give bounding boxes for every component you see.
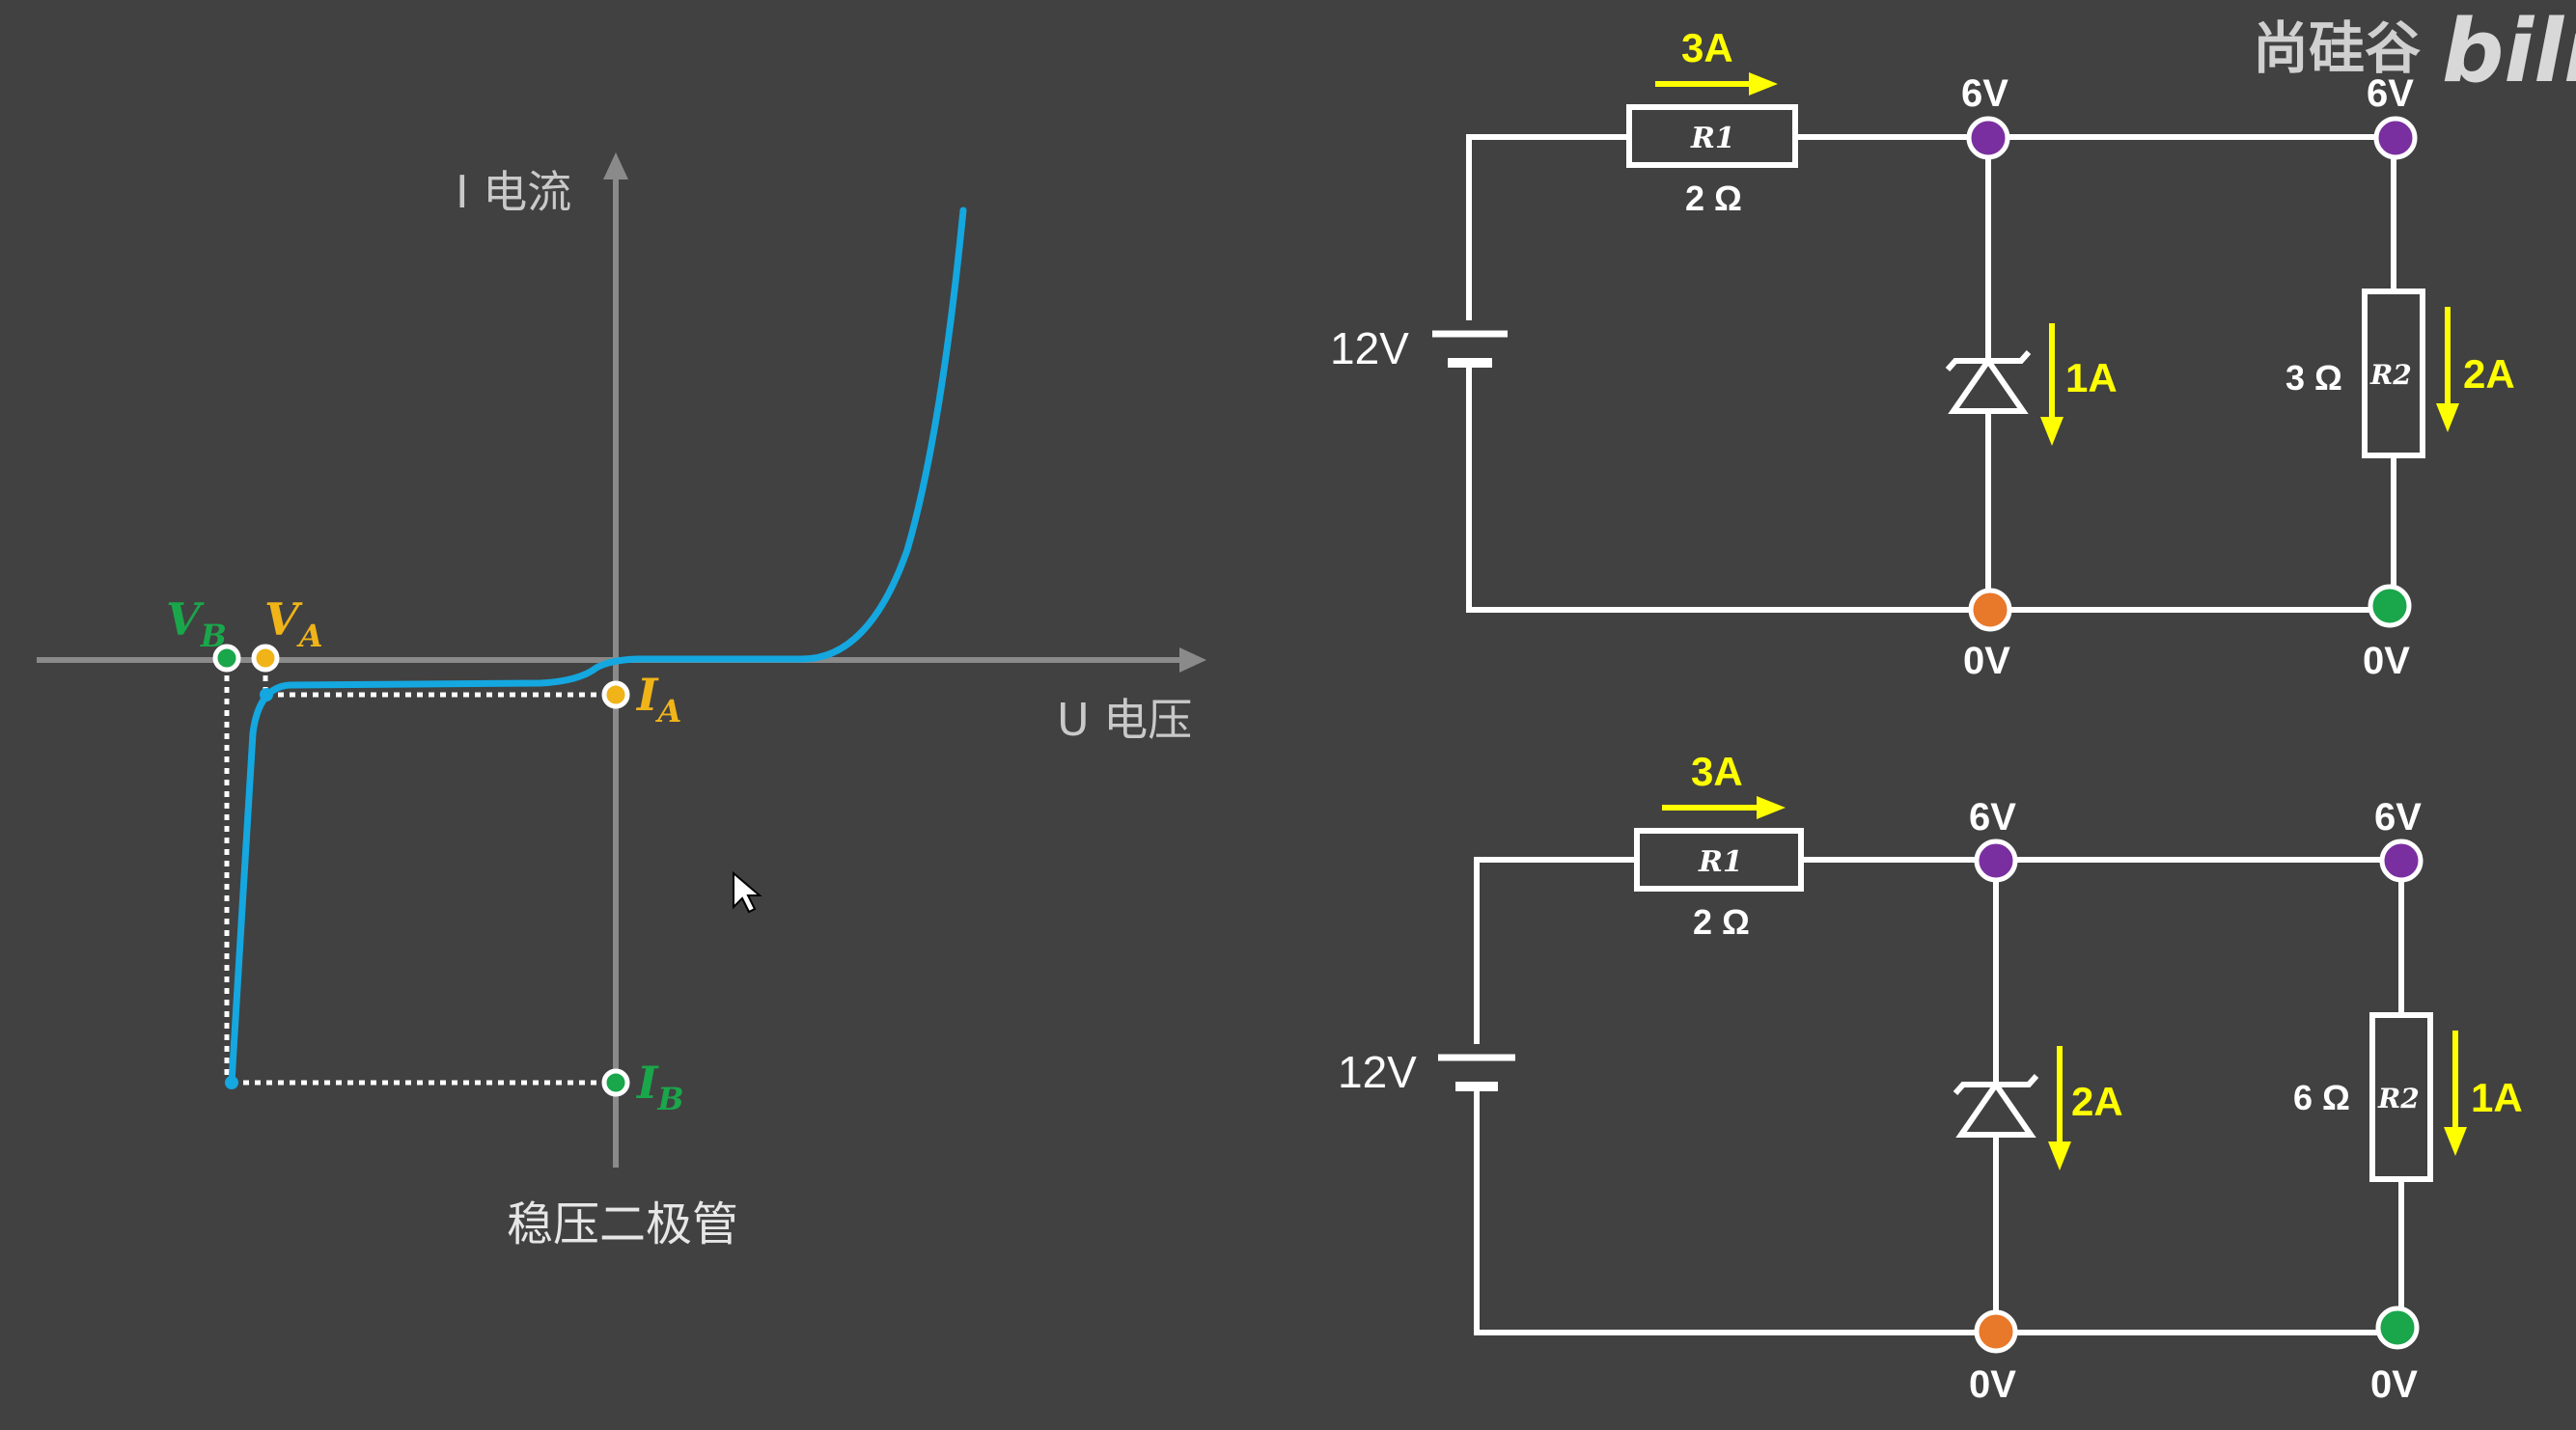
x-axis-arrow-icon — [1179, 647, 1206, 673]
ib-point — [601, 1068, 630, 1097]
iv-curve — [228, 206, 967, 1086]
circuit-2-node-top-right-label: 6V — [2374, 796, 2422, 839]
circuit-2-r2-current-arrow-head-icon — [2444, 1127, 2467, 1156]
circuit-1-total-current-label: 3A — [1681, 25, 1733, 70]
circuit-1-r1-value: 2 Ω — [1685, 179, 1742, 218]
curve-knee-dot — [260, 688, 273, 701]
circuit-2-node-top-middle — [1974, 839, 2018, 883]
circuit-1-r2 — [2362, 289, 2425, 458]
circuit-2-battery-bottom-wire — [1474, 1088, 2397, 1335]
circuit-1-zener-bar — [1945, 350, 2032, 371]
circuit-2-zener-bar — [1953, 1074, 2039, 1095]
circuit-1-battery-bottom-wire — [1466, 365, 2392, 613]
vb-point — [212, 644, 241, 673]
circuit-1-node-bottom-right-label: 0V — [2363, 640, 2410, 682]
mouse-cursor-icon — [733, 870, 762, 914]
circuit-2-node-top-right — [2379, 839, 2424, 883]
circuit-2-node-top-middle-label: 6V — [1969, 796, 2016, 839]
ib-label: IB — [635, 1057, 684, 1117]
circuit-2-battery-label: 12V — [1338, 1047, 1417, 1097]
va-point — [251, 644, 280, 673]
circuit-2-r2-value: 6 Ω — [2293, 1078, 2350, 1117]
circuit-2-r2 — [2369, 1012, 2433, 1182]
circuit-2-r1-value: 2 Ω — [1693, 902, 1750, 942]
circuit-1-zener-diode-icon — [1948, 355, 2029, 414]
circuit-2-total-current-arrow-head-icon — [1757, 796, 1786, 819]
graph-caption: 稳压二极管 — [507, 1197, 738, 1251]
circuit-1-node-bottom-right — [2368, 584, 2412, 628]
circuit-1-node-top-right-label: 6V — [2367, 72, 2414, 115]
va-label: VA — [264, 593, 323, 654]
circuit-2-r1 — [1634, 828, 1804, 892]
circuit-1-node-bottom-middle — [1968, 588, 2012, 632]
zener-iv-graph: I 电流 U 电压 VB VA IA IB 稳压二极管 — [37, 152, 1206, 1251]
circuit-1-r2-value: 3 Ω — [2285, 358, 2342, 398]
circuit-2-r2-current-label: 1A — [2471, 1075, 2523, 1120]
circuit-1-zener-current-label: 1A — [2065, 355, 2118, 400]
y-axis-arrow-icon — [603, 152, 628, 179]
circuit-2-node-bottom-middle — [1974, 1309, 2018, 1354]
circuit-1-battery-label: 12V — [1330, 323, 1409, 373]
circuit-2-zener-current-arrow-head-icon — [2048, 1141, 2071, 1170]
x-axis-label: U 电压 — [1057, 694, 1192, 746]
circuit-1-r2-current-arrow-head-icon — [2436, 403, 2459, 432]
y-axis-label: I 电流 — [456, 166, 571, 218]
circuit-1-node-top-right — [2373, 116, 2418, 160]
circuit-1-node-top-middle — [1966, 116, 2010, 160]
circuit-1-zener-current-arrow-head-icon — [2040, 417, 2064, 446]
circuit-2-r2-name: R2 — [2377, 1083, 2420, 1114]
circuit-1: R1 2 Ω 12V R2 3 Ω 6V 6V 0V 0V 3A 1A 2A — [1330, 25, 2515, 682]
circuit-2: R1 2 Ω 12V R2 6 Ω 6V 6V 0V 0V 3A 2A 1A — [1338, 749, 2523, 1406]
vb-label: VB — [166, 593, 227, 654]
circuit-2-r1-name: R1 — [1698, 845, 1743, 879]
ia-point — [601, 680, 630, 709]
circuit-1-r1-name: R1 — [1690, 122, 1735, 155]
ia-label: IA — [635, 669, 681, 729]
circuit-1-r1 — [1626, 104, 1798, 168]
bilibili-logo: bilibili — [2442, 1, 2576, 102]
circuit-1-node-top-middle-label: 6V — [1961, 72, 2008, 115]
circuit-1-r2-current-label: 2A — [2463, 351, 2515, 397]
circuit-1-left-wire — [1466, 134, 1629, 320]
circuit-2-zener-diode-icon — [1955, 1079, 2036, 1138]
watermark-text: 尚硅谷 — [2253, 15, 2421, 81]
curve-end-dot — [225, 1076, 238, 1089]
circuit-1-node-bottom-middle-label: 0V — [1963, 640, 2010, 682]
circuit-2-zener-current-label: 2A — [2071, 1079, 2123, 1124]
circuit-1-total-current-arrow-head-icon — [1749, 72, 1778, 96]
circuit-1-r2-name: R2 — [2369, 359, 2412, 391]
circuit-2-left-wire — [1474, 857, 1637, 1044]
circuit-2-node-bottom-right — [2375, 1306, 2420, 1350]
circuit-2-total-current-label: 3A — [1691, 749, 1743, 794]
circuit-2-node-bottom-right-label: 0V — [2370, 1363, 2418, 1406]
circuit-2-node-bottom-middle-label: 0V — [1969, 1363, 2016, 1406]
